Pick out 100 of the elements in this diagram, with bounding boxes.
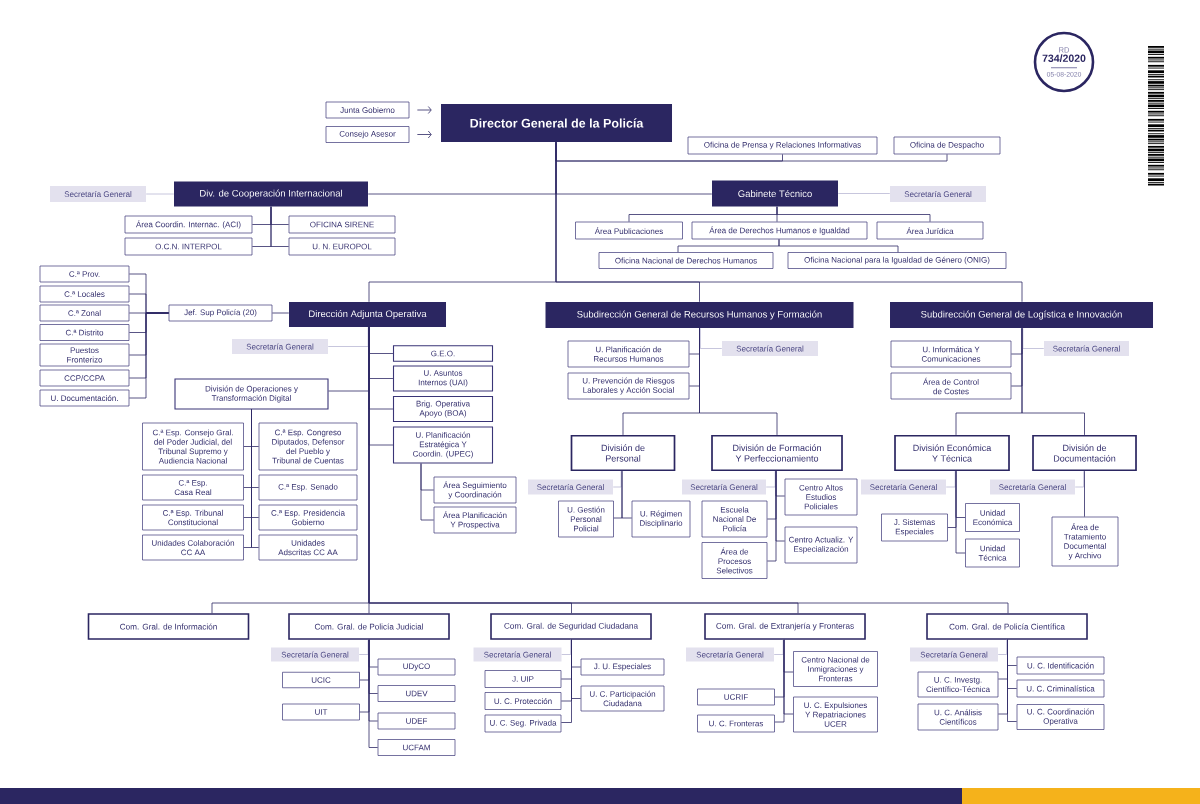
unit-box: UDEV [377, 685, 456, 702]
connector-line [776, 206, 931, 223]
title-box: Director General de la Policía [441, 104, 672, 142]
unit-box: Área Jurídica [876, 221, 984, 240]
connector-line [699, 327, 723, 349]
connector-line [251, 409, 260, 548]
unit-box: U. C. Análisis Científicos [917, 703, 999, 731]
unit-box: U. Gestión Personal Policial [558, 500, 614, 538]
division-box: División de Documentación [1032, 434, 1137, 472]
unit-box: U. C. Participación Ciudadana [580, 685, 665, 712]
shaded-box: Secretaría General [722, 341, 818, 356]
unit-box: Consejo Asesor [325, 126, 410, 143]
connector-line [128, 312, 170, 399]
connector-line [1022, 327, 1045, 349]
shaded-box: Secretaría General [890, 186, 986, 202]
unit-box: UCRIF [697, 688, 775, 706]
unit-box: Centro Actualiz. Y Especialización [784, 526, 858, 564]
unit-box: Junta Gobierno [325, 101, 410, 119]
department-box: Subdirección General de Recursos Humanos y Formación [545, 302, 854, 328]
division-box: Com. Gral. de Información [87, 613, 250, 640]
unit-box: Brig. Operativa Apoyo (BOA) [392, 395, 494, 423]
connector-line [1084, 470, 1085, 518]
shaded-box: Secretaría General [271, 647, 359, 662]
unit-box: Centro Nacional de Inmigraciones y Fronteras [793, 651, 878, 687]
arrow [416, 130, 432, 139]
unit-box: Jef. Sup Policía (20) [168, 304, 273, 322]
shaded-box: Secretaría General [50, 186, 146, 202]
unit-box: Unidades Colaboración CC AA [142, 534, 244, 561]
unit-box: Unidad Técnica [965, 538, 1020, 568]
unit-box: UCFAM [377, 739, 456, 756]
division-box: División de Formación Y Perfeccionamiento [711, 434, 843, 472]
unit-box: Área Seguimiento y Coordinación [433, 476, 517, 504]
unit-box: UCIC [282, 671, 360, 689]
connector-line [555, 141, 1023, 303]
department-box: Gabinete Técnico [712, 180, 838, 207]
division-box: Com. Gral. de Extranjería y Fronteras [704, 613, 866, 640]
connector-line [368, 326, 1009, 614]
unit-box: U. N. EUROPOL [288, 237, 396, 256]
unit-box: Oficina Nacional para la Igualdad de Género (ONIG) [787, 252, 1007, 269]
unit-box: Área de Procesos Selectivos [701, 542, 768, 579]
unit-box: C.ª Esp. Congreso Diputados, Defensor del Pueblo y Tribunal de Cuentas [258, 422, 358, 471]
unit-box: UDEF [377, 712, 456, 730]
unit-box: U. C. Investg. Científico-Técnica [917, 671, 999, 698]
division-box: División Económica Y Técnica [894, 434, 1010, 472]
unit-box: U. Régimen Disciplinario [631, 500, 691, 538]
connector-line [837, 193, 891, 194]
unit-box: Unidad Económica [965, 503, 1020, 532]
connector-line [1021, 327, 1085, 436]
connector-line [420, 463, 435, 521]
arrow [416, 106, 432, 114]
unit-box: Área Publicaciones [575, 221, 683, 240]
unit-box: U. Informática Y Comunicaciones [890, 340, 1012, 368]
unit-box: Centro Altos Estudios Policiales [784, 478, 858, 516]
unit-box: U. C. Criminalística [1016, 679, 1105, 698]
unit-box: Área de Tratamiento Documental y Archivo [1051, 516, 1119, 567]
unit-box: U. Planificación de Recursos Humanos [567, 340, 690, 368]
unit-box: O.C.N. INTERPOL [124, 237, 253, 256]
unit-box: Unidades Adscritas CC AA [258, 534, 358, 561]
unit-box: C.ª Prov. [39, 265, 130, 283]
unit-box: C.ª Locales [39, 285, 130, 303]
unit-box: División de Operaciones y Transformación Digital [174, 378, 329, 410]
unit-box: U. Planificación Estratégica Y Coordin. (UPEC) [392, 426, 494, 464]
unit-box: U. C. Seg. Privada [484, 714, 562, 733]
unit-box: Área Planificación Y Prospectiva [433, 506, 517, 534]
unit-box: U. C. Coordinación Operativa [1016, 704, 1105, 730]
connector-line [778, 238, 899, 253]
unit-box: C.ª Esp. Tribunal Constitucional [142, 504, 244, 531]
connector-line [621, 470, 633, 519]
unit-box: U. Documentación. [39, 389, 130, 407]
division-box: Com. Gral. de Policía Científica [926, 613, 1088, 640]
unit-box: OFICINA SIRENE [288, 215, 396, 234]
shaded-box: Secretaría General [861, 479, 946, 495]
shaded-box: Secretaría General [528, 479, 613, 495]
unit-box: U. C. Identificación [1016, 656, 1105, 675]
connector-line [271, 312, 290, 314]
unit-box: UIT [282, 703, 360, 721]
unit-box: U. C. Protección [484, 692, 562, 710]
shaded-box: Secretaría General [682, 479, 766, 495]
connector-line [1007, 639, 1018, 722]
connector-line [1074, 470, 1085, 488]
unit-box: Oficina Nacional de Derechos Humanos [598, 252, 774, 269]
connector-line [368, 639, 379, 748]
unit-box: Escuela Nacional De Policía [701, 500, 768, 538]
connector-line [561, 639, 572, 655]
unit-box: Puestos Fronterizo [39, 343, 130, 367]
unit-box: Oficina de Prensa y Relaciones Informativas [687, 136, 878, 155]
unit-box: C.ª Esp. Senado [258, 474, 358, 501]
division-box: Com. Gral. de Policía Judicial [288, 613, 450, 640]
connector-line [699, 327, 778, 436]
shaded-box: Secretaría General [1044, 341, 1129, 356]
connector-line [955, 470, 966, 554]
shaded-box: Secretaría General [686, 647, 774, 662]
unit-box: Área Coordin. Internac. (ACI) [124, 215, 253, 234]
connector-line [997, 639, 1008, 655]
shaded-box: Secretaría General [990, 479, 1075, 495]
unit-box: C.ª Zonal [39, 304, 130, 322]
division-box: Com. Gral. de Seguridad Ciudadana [490, 613, 652, 640]
unit-box: C.ª Distrito [39, 324, 130, 341]
shaded-box: Secretaría General [910, 647, 998, 662]
unit-box: J. UIP [484, 670, 562, 688]
